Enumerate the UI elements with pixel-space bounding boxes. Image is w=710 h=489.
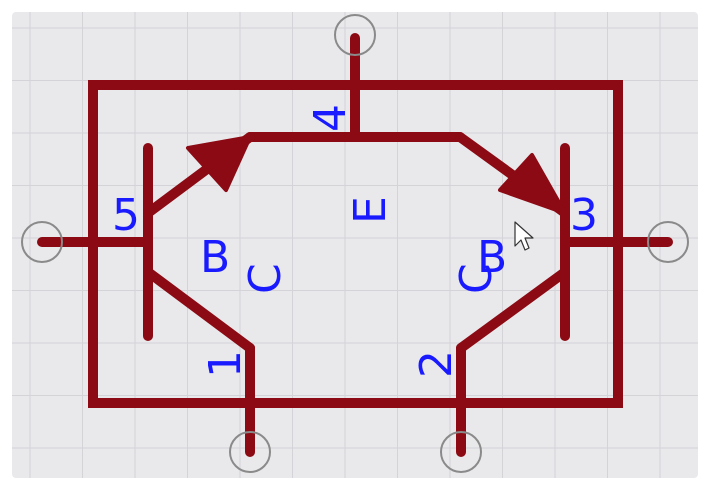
- pin-number-1: 1: [200, 350, 251, 378]
- left-base-label: B: [200, 232, 230, 283]
- right-collector-wire: [456, 267, 570, 353]
- emitter-label: E: [345, 196, 396, 224]
- mouse-pointer-icon: [514, 221, 534, 251]
- emitter-arrows: [186, 135, 567, 215]
- right-collector-label: C: [451, 263, 502, 294]
- pin-number-3: 3: [570, 190, 598, 241]
- pin-4-connection-point[interactable]: [334, 14, 376, 56]
- pin-2-connection-point[interactable]: [440, 431, 482, 473]
- right-base-label: B: [477, 232, 507, 283]
- pin-number-4: 4: [305, 104, 356, 132]
- left-collector-label: C: [240, 263, 291, 294]
- pin-1-connection-point[interactable]: [229, 431, 271, 473]
- editor-background: [12, 12, 698, 478]
- right-emitter-arrow: [498, 153, 567, 215]
- pin-number-5: 5: [112, 190, 140, 241]
- pin-3-connection-point[interactable]: [647, 221, 689, 263]
- pin-lines: [37, 33, 673, 457]
- left-collector-wire: [143, 267, 255, 353]
- pin-number-2: 2: [411, 350, 462, 378]
- pin-5-connection-point[interactable]: [21, 221, 63, 263]
- pin-connection-points[interactable]: [21, 14, 689, 473]
- left-emitter-arrow: [186, 135, 252, 192]
